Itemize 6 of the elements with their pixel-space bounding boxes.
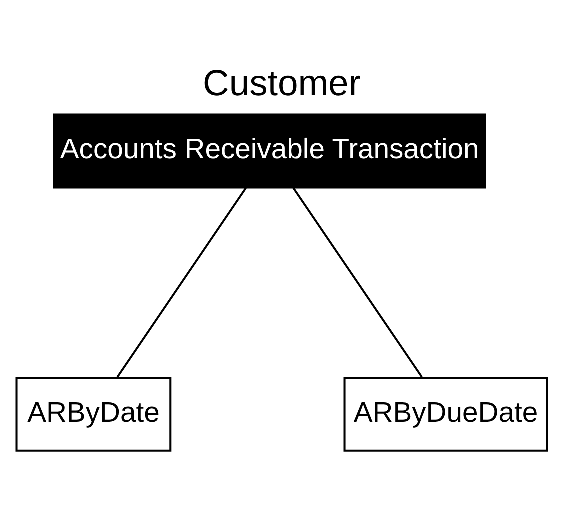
node-box: ARByDueDate bbox=[344, 376, 548, 452]
node-box: Accounts Receivable Transaction bbox=[53, 113, 486, 188]
node-box: ARByDate bbox=[16, 376, 172, 452]
connector bbox=[116, 187, 247, 378]
connector bbox=[292, 187, 423, 378]
diagram-title: Customer bbox=[203, 62, 361, 103]
